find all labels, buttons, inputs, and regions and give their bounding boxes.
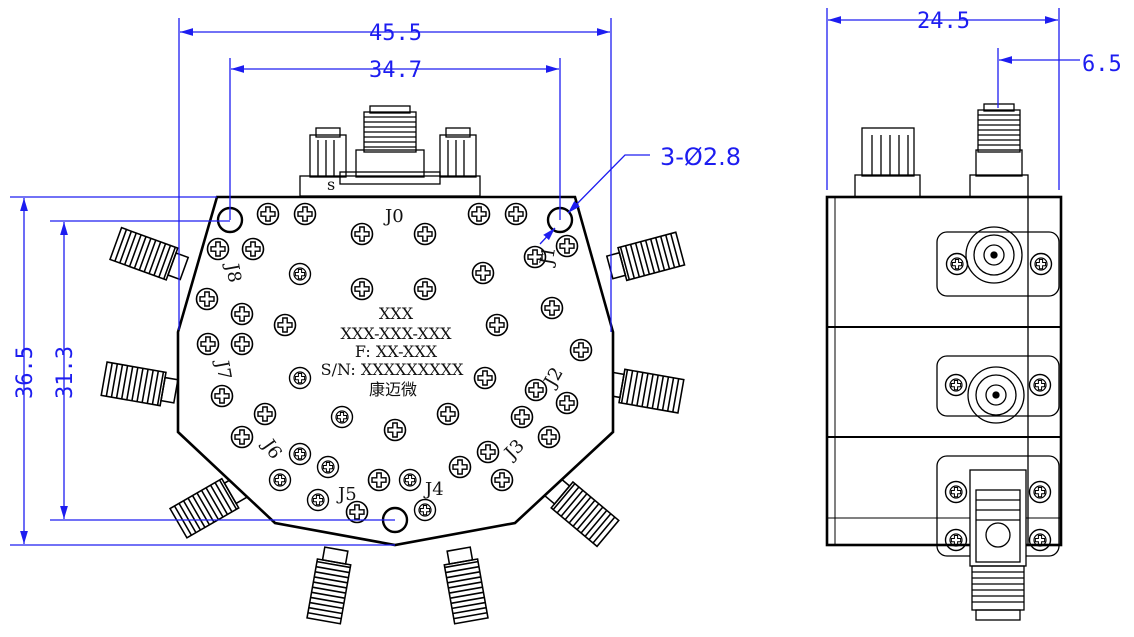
port-label-j8: J8	[221, 260, 245, 284]
connector-j7	[100, 361, 180, 409]
nameplate-line-3: F: XX-XXX	[355, 342, 438, 361]
nameplate: XXX XXX-XXX-XXX F: XX-XXX S/N: XXXXXXXXX…	[321, 304, 464, 399]
dim-height-holes: 31.3	[53, 346, 78, 399]
dim-height-outer: 36.5	[13, 346, 38, 399]
dim-width-outer: 45.5	[369, 21, 422, 46]
front-dimensions	[10, 18, 650, 546]
front-dimension-labels: 45.5 34.7 36.5 31.3 3-Ø2.8	[13, 21, 741, 399]
side-dimensions	[826, 8, 1080, 190]
nameplate-line-2: XXX-XXX-XXX	[340, 324, 452, 343]
body-outline	[176, 195, 615, 547]
dim-side-offset: 6.5	[1082, 52, 1122, 77]
port-label-j5: J5	[336, 484, 357, 505]
port-label-j7: J7	[211, 357, 235, 381]
side-connector-1	[936, 226, 1060, 297]
port-label-j1: J1	[536, 245, 560, 269]
side-body	[825, 195, 1063, 547]
connector-j8	[109, 226, 191, 286]
side-connector-2	[936, 355, 1060, 424]
small-mark: s	[327, 175, 335, 194]
side-view	[825, 103, 1063, 621]
connector-j5	[306, 545, 354, 625]
port-label-j0: J0	[383, 206, 404, 227]
nameplate-line-5: 康迈微	[369, 380, 417, 399]
connector-j2	[605, 366, 685, 414]
front-view: s	[100, 105, 686, 625]
dim-side-width: 24.5	[917, 9, 970, 34]
nameplate-line-1: XXX	[379, 304, 414, 323]
connector-j1	[604, 231, 686, 285]
dim-width-holes: 34.7	[369, 58, 422, 83]
side-dimension-labels: 24.5 6.5	[917, 9, 1122, 77]
hole-callout: 3-Ø2.8	[660, 143, 741, 171]
port-label-j4: J4	[423, 479, 444, 500]
nameplate-line-4: S/N: XXXXXXXXX	[321, 360, 464, 379]
connector-j4	[441, 545, 489, 625]
side-connector-3	[936, 455, 1060, 621]
